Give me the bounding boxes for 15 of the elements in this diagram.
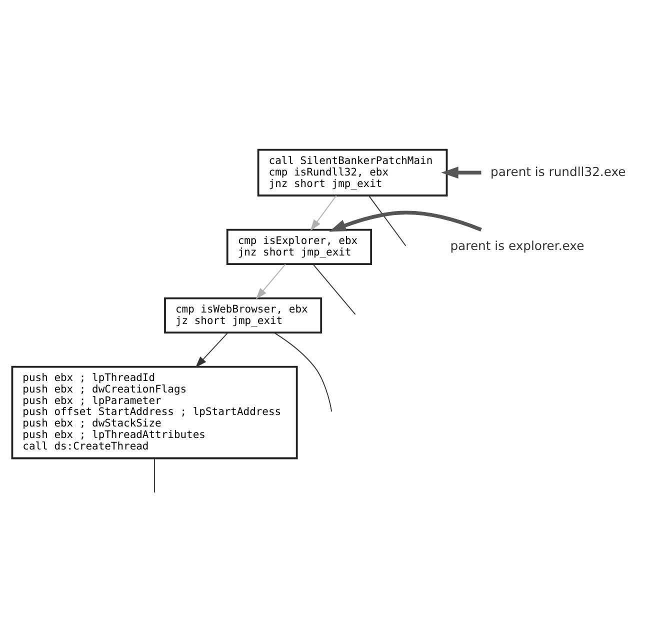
node-text: parent is rundll32.exe <box>490 164 626 178</box>
connector <box>368 194 406 246</box>
arrow <box>329 210 482 232</box>
connector <box>312 263 356 314</box>
node-box: cmp isWebBrowser, ebx jz short jmp_exit <box>164 296 322 334</box>
node-box: call SilentBankerPatchMain cmp isRundll32, ebx jnz short jmp_exit <box>257 148 448 196</box>
arrow <box>256 263 286 299</box>
arrow <box>441 166 482 178</box>
connector <box>154 458 155 492</box>
arrow <box>310 194 337 230</box>
connector <box>274 332 332 412</box>
arrow <box>195 332 228 368</box>
node-box: push ebx ; lpThreadId push ebx ; dwCreationFlags push ebx ; lpParameter push offset StartAddress ; lpStartAddress push ebx ; dwStackSize push ebx ; lpThreadAttributes call ds:CreateThread <box>11 365 298 459</box>
node-box: cmp isExplorer, ebx jnz short jmp_exit <box>226 228 372 264</box>
node-text: parent is explorer.exe <box>450 238 584 253</box>
